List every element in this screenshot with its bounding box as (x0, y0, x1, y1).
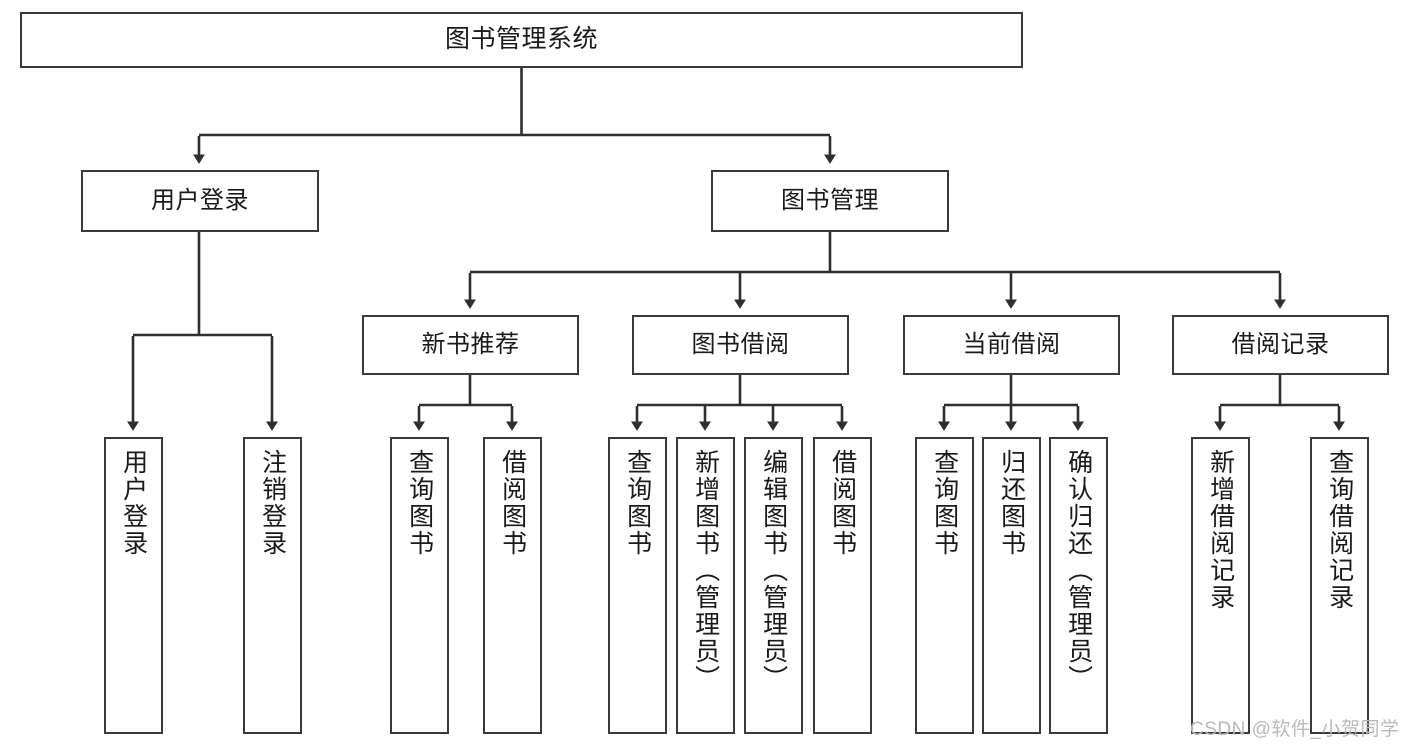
leaf-user-logout[interactable]: 注销登录 (243, 437, 302, 734)
node-book-borrow[interactable]: 图书借阅 (632, 315, 849, 375)
leaf-borrow-borrow-book[interactable]: 借阅图书 (813, 437, 872, 734)
node-label: 用户登录 (119, 449, 148, 557)
node-root-system[interactable]: 图书管理系统 (20, 12, 1023, 68)
leaf-borrow-add-book-admin[interactable]: 新增图书（管理员） (676, 437, 735, 734)
node-label: 确认归还（管理员） (1064, 449, 1093, 692)
node-label: 新增图书（管理员） (691, 449, 720, 692)
node-user-login[interactable]: 用户登录 (81, 170, 319, 232)
node-label: 归还图书 (997, 449, 1026, 557)
node-label: 查询图书 (405, 449, 434, 557)
node-label: 当前借阅 (962, 330, 1061, 358)
leaf-borrow-query-book[interactable]: 查询图书 (608, 437, 667, 734)
leaf-records-query-record[interactable]: 查询借阅记录 (1310, 437, 1369, 734)
leaf-current-return-book[interactable]: 归还图书 (982, 437, 1041, 734)
leaf-current-confirm-return-admin[interactable]: 确认归还（管理员） (1049, 437, 1108, 734)
node-new-book-recommend[interactable]: 新书推荐 (362, 315, 579, 375)
node-label: 新增借阅记录 (1206, 449, 1235, 611)
node-label: 图书借阅 (691, 330, 790, 358)
node-label: 借阅图书 (498, 449, 527, 557)
node-book-management[interactable]: 图书管理 (711, 170, 949, 232)
node-label: 新书推荐 (421, 330, 520, 358)
leaf-records-add-record[interactable]: 新增借阅记录 (1191, 437, 1250, 734)
node-label: 查询图书 (623, 449, 652, 557)
node-label: 查询借阅记录 (1325, 449, 1354, 611)
node-label: 编辑图书（管理员） (759, 449, 788, 692)
node-label: 用户登录 (151, 186, 249, 214)
node-borrow-records[interactable]: 借阅记录 (1172, 315, 1389, 375)
leaf-recommend-borrow-book[interactable]: 借阅图书 (483, 437, 542, 734)
csdn-watermark: CSDN @软件_小贺同学 (1190, 719, 1400, 740)
leaf-current-query-book[interactable]: 查询图书 (915, 437, 974, 734)
node-label: 查询图书 (930, 449, 959, 557)
node-label: 借阅记录 (1231, 330, 1330, 358)
leaf-borrow-edit-book-admin[interactable]: 编辑图书（管理员） (744, 437, 803, 734)
node-current-borrow[interactable]: 当前借阅 (903, 315, 1120, 375)
leaf-recommend-query-book[interactable]: 查询图书 (390, 437, 449, 734)
leaf-user-login[interactable]: 用户登录 (104, 437, 163, 734)
node-label: 图书管理 (781, 186, 879, 214)
node-label: 注销登录 (258, 449, 287, 557)
node-label: 图书管理系统 (444, 25, 598, 54)
node-label: 借阅图书 (828, 449, 857, 557)
